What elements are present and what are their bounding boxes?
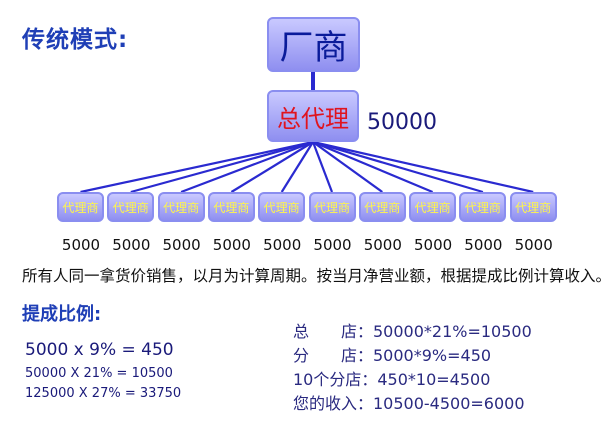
fan-line	[130, 140, 314, 194]
agent-value: 5000	[414, 236, 453, 254]
agent-box: 代理商	[107, 192, 155, 222]
fan-line	[312, 140, 434, 194]
page-title: 传统模式:	[22, 27, 129, 53]
agent-value: 5000	[212, 236, 251, 254]
calc-line: 分 店：5000*9%=450	[293, 346, 492, 365]
agent-value: 5000	[112, 236, 151, 254]
fan-line	[280, 141, 314, 193]
fan-line	[312, 140, 484, 194]
fan-line	[312, 140, 534, 194]
agent-value: 5000	[61, 236, 101, 254]
commission-row: 50000 X 21% = 10500	[25, 366, 173, 381]
manufacturer-box: 厂商	[267, 17, 360, 72]
calc-line: 总 店：50000*21%=10500	[293, 322, 532, 341]
fan-line	[312, 141, 383, 193]
agent-box: 代理商	[57, 192, 104, 222]
commission-row: 5000 x 9% = 450	[25, 340, 174, 360]
agent-value: 5000	[363, 236, 402, 254]
general-agent-value: 50000	[367, 110, 437, 135]
agent-box: 代理商	[258, 192, 306, 222]
agent-value: 5000	[313, 236, 352, 254]
general-agent-box: 总代理	[267, 90, 359, 142]
agent-box: 代理商	[358, 192, 406, 222]
agent-box: 代理商	[157, 192, 205, 222]
commission-title: 提成比例:	[22, 304, 102, 325]
agent-value: 5000	[162, 236, 201, 254]
fan-line	[180, 140, 314, 194]
agent-box: 代理商	[509, 192, 557, 222]
calc-line: 10个分店：450*10=4500	[293, 370, 491, 389]
agent-box: 代理商	[308, 192, 356, 222]
commission-row: 125000 X 27% = 33750	[25, 386, 182, 401]
agent-box: 代理商	[409, 192, 457, 222]
agent-value: 5000	[514, 236, 553, 254]
description: 所有人同一拿货价销售，以月为计算周期。按当月净营业额，根据提成比例计算收入。	[22, 267, 607, 285]
agent-box: 代理商	[459, 192, 507, 222]
agent-value: 5000	[464, 236, 503, 254]
fan-line	[311, 141, 334, 193]
agent-value: 5000	[263, 236, 302, 254]
fan-line	[230, 141, 314, 193]
fan-line	[80, 140, 314, 194]
agent-box: 代理商	[207, 192, 255, 222]
calc-line: 您的收入：10500-4500=6000	[293, 394, 525, 413]
